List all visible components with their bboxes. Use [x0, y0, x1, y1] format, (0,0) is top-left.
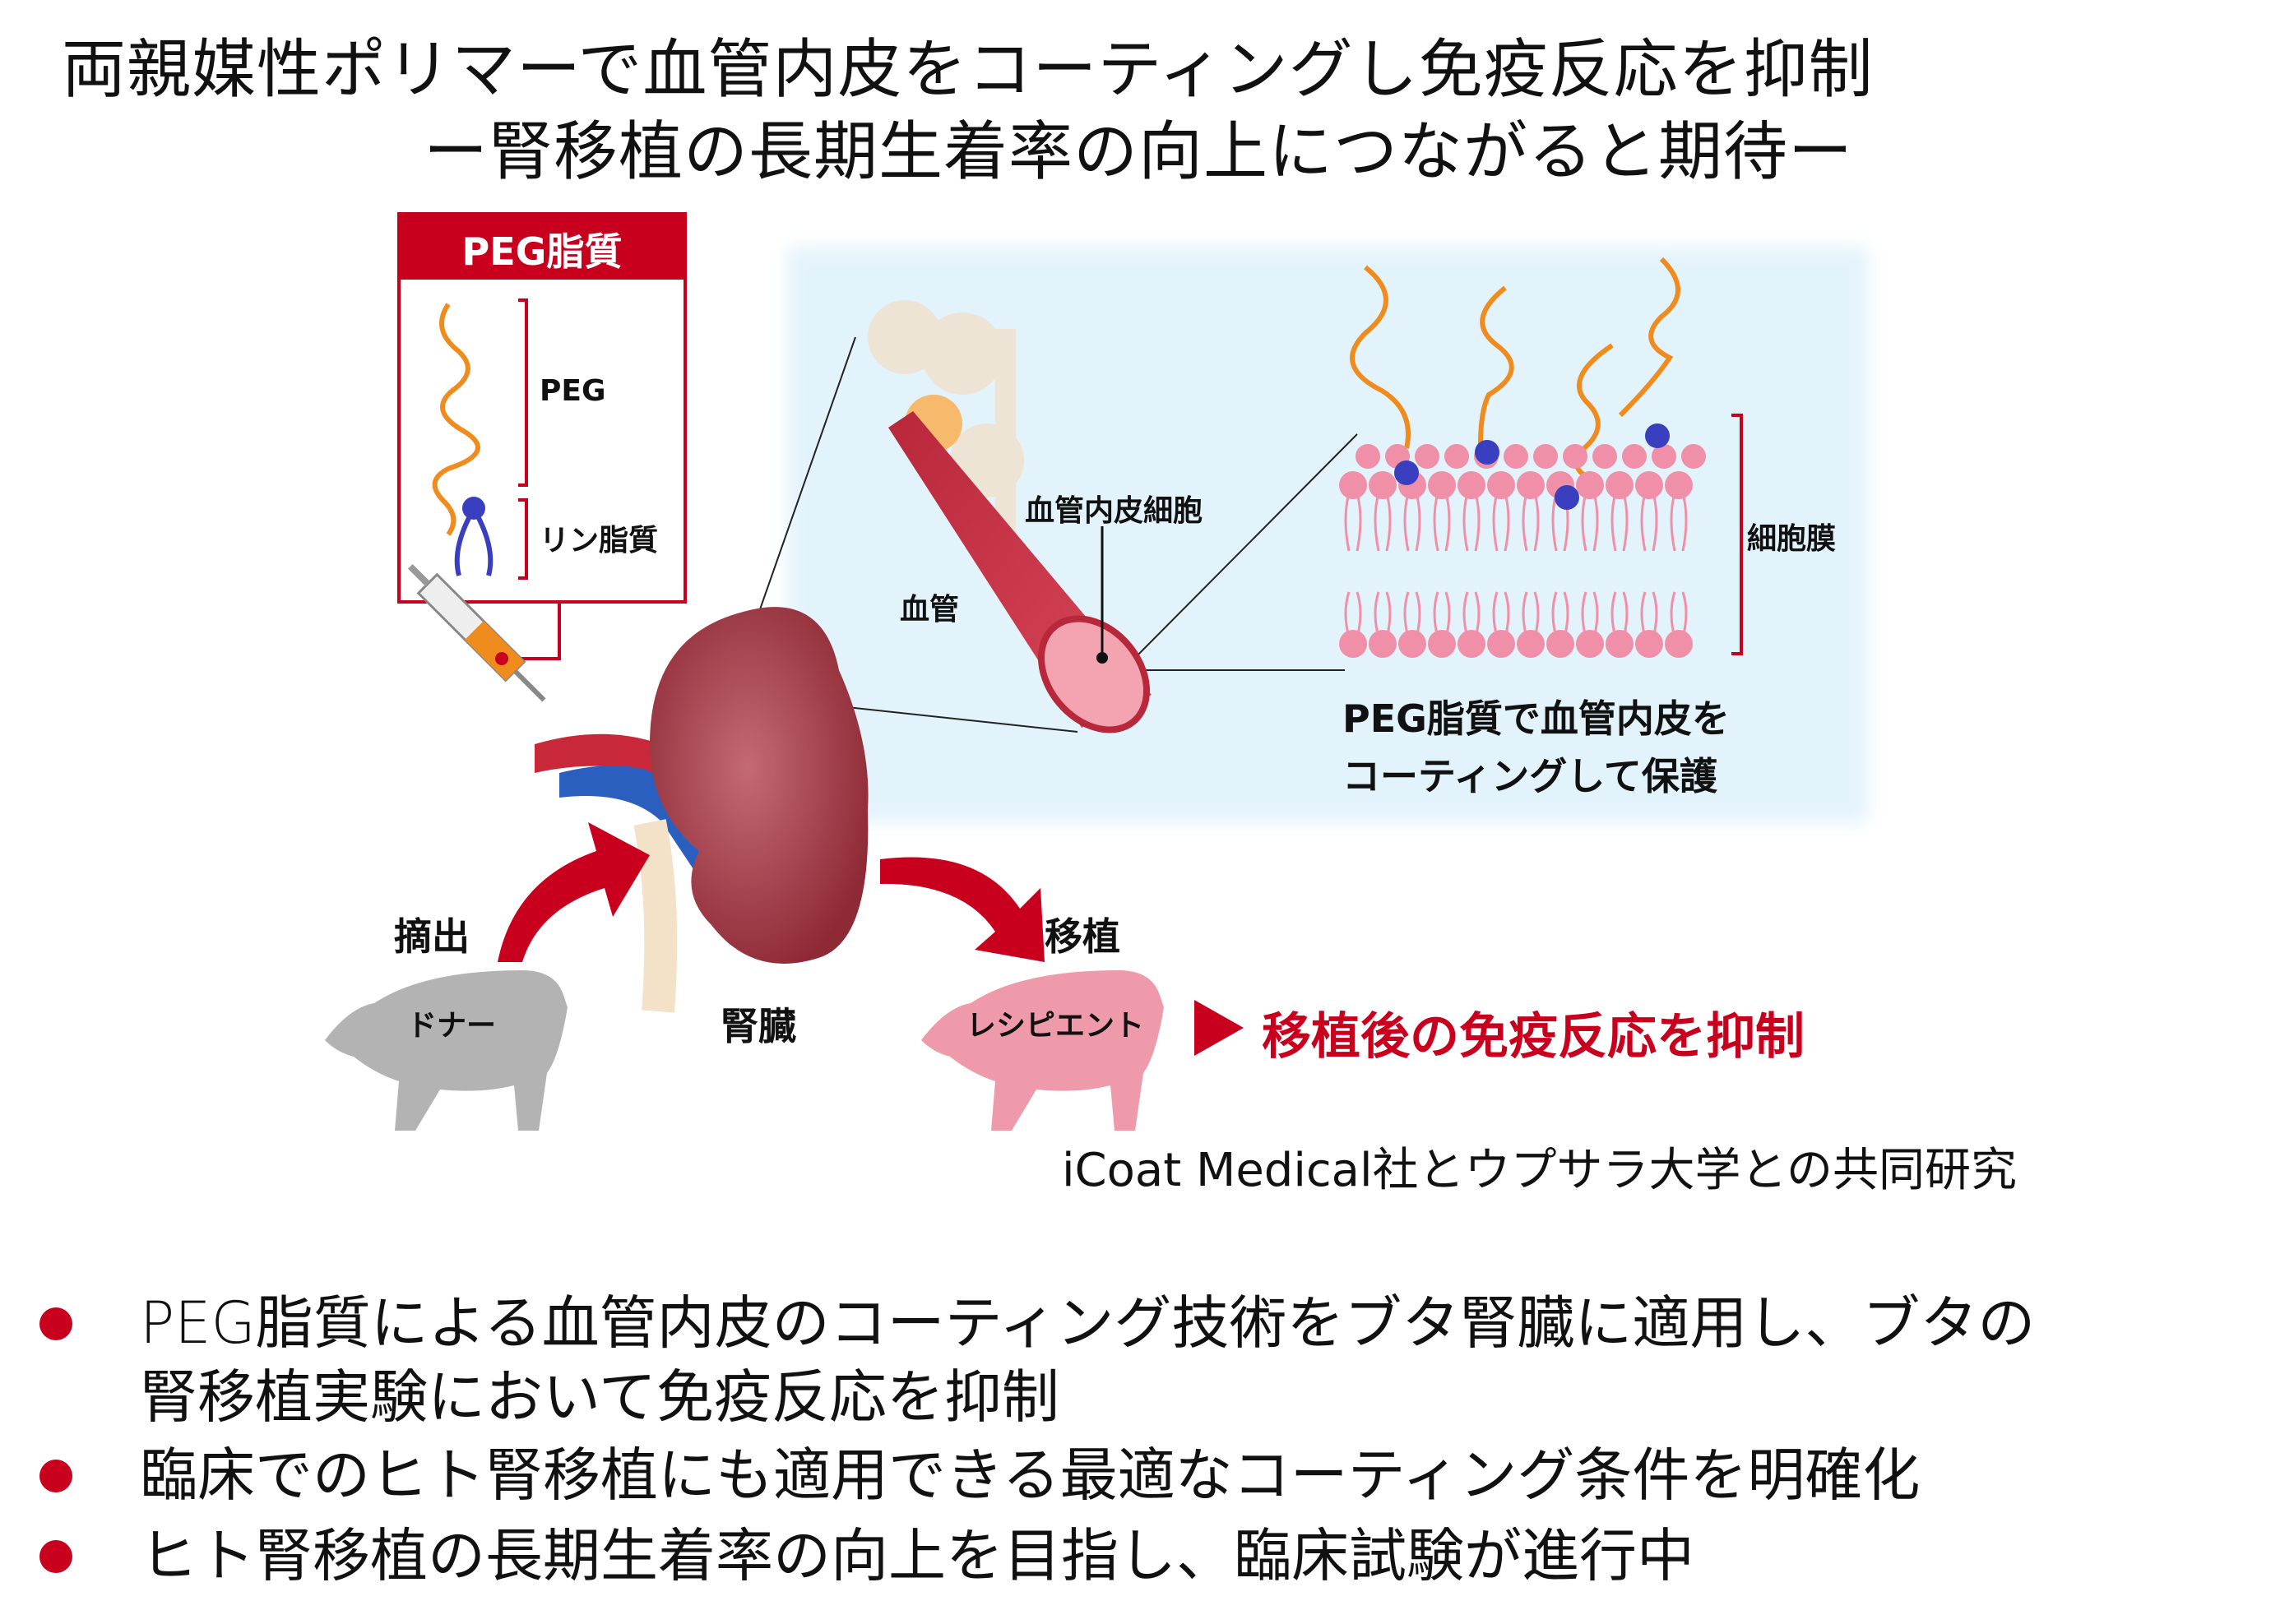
lipid-head: [1546, 630, 1574, 658]
lipid-head: [1563, 444, 1587, 469]
peg-lipid-head: [1475, 440, 1499, 465]
bullet-dot: [39, 1540, 72, 1573]
coating-caption-line1: PEG脂質で血管内皮を: [1342, 696, 1730, 741]
lipid-head: [1681, 444, 1706, 469]
bullet-dot: [39, 1460, 72, 1492]
vessel-lumen: [1037, 615, 1151, 733]
lipid-head: [1458, 471, 1485, 499]
peg-lipid-head: [1394, 460, 1419, 485]
cell-membrane-icon: [1339, 423, 1706, 658]
lipid-head: [1458, 630, 1485, 658]
kidney-label: 腎臓: [721, 1004, 796, 1048]
transplant-arrow: [880, 857, 1045, 962]
lipid-head: [1415, 444, 1439, 469]
bullet-2: 臨床でのヒト腎移植にも適用できる最適なコーティング条件を明確化: [140, 1441, 1921, 1509]
peg-box-header: [399, 214, 685, 280]
bullet-1-line1: PEG脂質による血管内皮のコーティング技術をブタ腎臓に適用し、ブタの: [140, 1289, 2036, 1357]
peg-lipid-head: [1555, 485, 1579, 510]
vessel-label: 血管: [900, 593, 960, 627]
donor-pig-icon: [325, 970, 568, 1131]
transplant-label: 移植: [1045, 914, 1120, 959]
lipid-head: [1356, 444, 1380, 469]
lipid-head: [1517, 471, 1545, 499]
lipid-head: [1517, 630, 1545, 658]
lipid-head: [1428, 471, 1456, 499]
endothelial-label: 血管内皮細胞: [1025, 494, 1203, 528]
peg-bracket: [518, 298, 528, 487]
lipid-head: [1398, 630, 1426, 658]
donor-label: ドナー: [407, 1009, 497, 1043]
recipient-pig-icon: [921, 970, 1164, 1131]
lipid-head: [1665, 630, 1693, 658]
result-text: 移植後の免疫反応を抑制: [1262, 1008, 1805, 1066]
lipid-head: [1339, 471, 1367, 499]
collaboration-text: iCoat Medical社とウプサラ大学との共同研究: [1062, 1144, 2017, 1197]
lipid-head: [1369, 630, 1397, 658]
phospholipid-label: リン脂質: [540, 524, 659, 558]
recipient-label: レシピエント: [966, 1009, 1145, 1043]
lipid-head: [1665, 471, 1693, 499]
bullet-3: ヒト腎移植の長期生着率の向上を目指し、臨床試験が進行中: [140, 1522, 1694, 1589]
lipid-head: [1369, 471, 1397, 499]
lipid-head: [1533, 444, 1558, 469]
peg-lipid-head: [1645, 423, 1670, 448]
lipid-head: [1444, 444, 1469, 469]
peg-chain-icon: [432, 303, 480, 536]
lipid-head: [1339, 630, 1367, 658]
peg-box-title: PEG脂質: [461, 229, 623, 274]
peg-label: PEG: [540, 374, 606, 408]
lipid-head: [1428, 630, 1456, 658]
coating-caption-line2: コーティングして保護: [1342, 754, 1717, 798]
nephron-icon: [868, 300, 1024, 576]
extraction-label: 摘出: [394, 914, 470, 959]
lipid-head: [1606, 630, 1634, 658]
bullet-1-line2: 腎移植実験において免疫反応を抑制: [140, 1363, 1059, 1431]
membrane-bracket: [1731, 414, 1743, 655]
ureter-icon: [633, 819, 678, 1013]
lipid-bracket: [518, 498, 528, 580]
extraction-arrow: [498, 822, 650, 962]
lipid-head: [1635, 471, 1663, 499]
lipid-head: [1487, 471, 1515, 499]
result-triangle-icon: [1194, 1000, 1244, 1056]
bullet-dot: [39, 1307, 72, 1340]
membrane-label: 細胞膜: [1747, 522, 1837, 556]
lipid-head: [1576, 630, 1604, 658]
lipid-head: [1576, 471, 1604, 499]
title-line2: ー腎移植の長期生着率の向上につながると期待ー: [424, 115, 1854, 189]
lipid-head: [1606, 471, 1634, 499]
lipid-head: [1652, 444, 1676, 469]
lipid-tail-icon: [454, 516, 494, 576]
phosphate-head-icon: [462, 497, 485, 520]
title-line1: 両親媒性ポリマーで血管内皮をコーティングし免疫反応を抑制: [62, 33, 1874, 107]
lipid-head: [1635, 630, 1663, 658]
lipid-head: [1622, 444, 1647, 469]
kidney-icon: [650, 607, 869, 964]
lipid-head: [1592, 444, 1617, 469]
lipid-head: [1504, 444, 1528, 469]
lipid-head: [1487, 630, 1515, 658]
